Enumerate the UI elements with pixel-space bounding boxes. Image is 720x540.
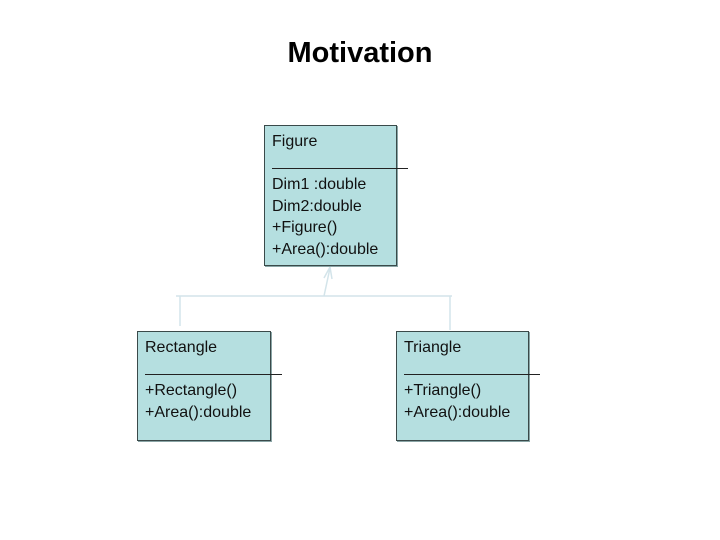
- class-name-triangle: Triangle: [404, 339, 462, 356]
- class-box-triangle[interactable]: Triangle +Triangle() +Area():double: [396, 331, 540, 441]
- class-member: +Area():double: [272, 240, 379, 258]
- class-member: +Figure(): [272, 219, 338, 236]
- class-separator: [272, 153, 408, 175]
- class-member: Dim1 :double: [272, 176, 367, 193]
- class-member: +Area():double: [145, 403, 252, 421]
- class-separator: [404, 359, 540, 381]
- slide-title: Motivation: [287, 37, 433, 69]
- class-name-rectangle: Rectangle: [145, 339, 218, 356]
- class-member: +Triangle(): [404, 382, 482, 399]
- class-member: +Area():double: [404, 403, 511, 421]
- class-separator: [145, 359, 282, 381]
- class-box-rectangle[interactable]: Rectangle +Rectangle() +Area():double: [137, 331, 282, 441]
- inheritance-arrowhead-icon: [323, 264, 333, 280]
- class-name-figure: Figure: [272, 133, 318, 150]
- connector-to-figure: [323, 267, 331, 297]
- class-box-figure[interactable]: Figure Dim1 :double Dim2:double +Figure(…: [264, 125, 408, 266]
- class-member: Dim2:double: [272, 197, 362, 215]
- class-member: +Rectangle(): [145, 382, 238, 399]
